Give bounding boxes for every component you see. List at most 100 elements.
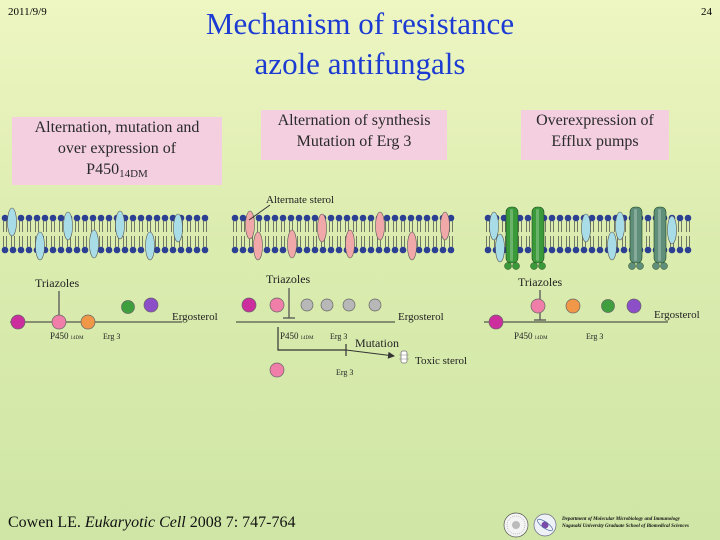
lipid-head xyxy=(431,246,439,254)
lipid-head xyxy=(89,214,97,222)
triazoles-label-1: Triazoles xyxy=(35,276,80,290)
lipid-head xyxy=(239,246,247,254)
toxic-sterol-icon xyxy=(399,350,409,364)
lipid-head xyxy=(684,214,692,222)
lipid-head xyxy=(580,246,588,254)
lipid-head xyxy=(295,214,303,222)
lipid-head xyxy=(596,246,604,254)
box1-line2: over expression of xyxy=(57,140,177,157)
lipid-head xyxy=(564,246,572,254)
alternate-sterol-oval xyxy=(345,229,355,259)
lipid-head xyxy=(279,214,287,222)
lipid-head xyxy=(484,214,492,222)
lipid-head xyxy=(49,214,57,222)
lipid-head xyxy=(25,214,33,222)
lipid-head xyxy=(516,214,524,222)
lipid-head xyxy=(145,214,153,222)
lipid-head xyxy=(193,246,201,254)
alternate-sterol-oval xyxy=(317,213,327,243)
ergosterol-oval xyxy=(145,231,155,261)
lipid-head xyxy=(201,246,209,254)
lipid-head xyxy=(359,246,367,254)
lipid-head xyxy=(367,246,375,254)
efflux-pump xyxy=(530,206,546,270)
lipid-head xyxy=(271,214,279,222)
erg3-label-2: Erg 3 xyxy=(330,332,347,341)
pathway-intermediates xyxy=(10,297,642,378)
lipid-head xyxy=(17,246,25,254)
lipid-head xyxy=(303,214,311,222)
lipid-head xyxy=(588,214,596,222)
lipid-head xyxy=(121,246,129,254)
lipid-head xyxy=(105,214,113,222)
mechanism-box-erg3: Alternation of synthesis Mutation of Erg… xyxy=(261,110,447,160)
ergosterol-oval xyxy=(489,211,499,241)
lipid-head xyxy=(105,246,113,254)
ergosterol-label-2: Ergosterol xyxy=(398,311,444,323)
lipid-head xyxy=(548,246,556,254)
box2-line1: Alternation of synthesis xyxy=(277,112,431,129)
lipid-head xyxy=(311,246,319,254)
lipid-head xyxy=(177,246,185,254)
toxic-sterol-label: Toxic sterol xyxy=(415,355,467,367)
department-credit: Department of Molecular Microbiology and… xyxy=(562,516,718,530)
efflux-pump xyxy=(628,206,644,270)
alternate-sterol-oval xyxy=(440,211,450,241)
lipid-head xyxy=(97,214,105,222)
ergosterol-oval xyxy=(667,215,677,245)
ergosterol-oval xyxy=(89,229,99,259)
box1-line3: P45014DM xyxy=(12,159,222,185)
lipid-head xyxy=(524,246,532,254)
box3-line2: Efflux pumps xyxy=(551,133,639,150)
alternate-branch-line xyxy=(277,327,346,351)
lipid-head xyxy=(327,246,335,254)
lipid-head xyxy=(343,214,351,222)
ergosterol-oval xyxy=(35,231,45,261)
toxic-arrow xyxy=(345,349,395,359)
title-line-1: Mechanism of resistance xyxy=(205,6,515,41)
ergosterol-oval xyxy=(581,213,591,243)
lipid-head xyxy=(415,214,423,222)
lipid-head xyxy=(255,214,263,222)
lipid-head xyxy=(137,246,145,254)
lipid-head xyxy=(367,214,375,222)
erg3-label-3: Erg 3 xyxy=(336,368,353,377)
lipid-head xyxy=(335,246,343,254)
lipid-head xyxy=(153,214,161,222)
alternate-sterol-pointer xyxy=(248,204,271,221)
lipid-head xyxy=(287,214,295,222)
lipid-head xyxy=(129,246,137,254)
lipid-head xyxy=(588,246,596,254)
department-line-2: Nagasaki University Graduate School of B… xyxy=(562,524,689,529)
lipid-head xyxy=(556,214,564,222)
lipid-head xyxy=(572,214,580,222)
erg3-label-1: Erg 3 xyxy=(103,332,120,341)
lipid-head xyxy=(271,246,279,254)
citation-author: Cowen LE. xyxy=(8,514,85,531)
lipid-head xyxy=(279,246,287,254)
lipid-head xyxy=(129,214,137,222)
citation-journal: Eukaryotic Cell xyxy=(84,514,186,531)
triazoles-label-2: Triazoles xyxy=(266,272,311,286)
lipid-head xyxy=(447,246,455,254)
efflux-pumps xyxy=(504,206,668,270)
ergosterol-label-3: Ergosterol xyxy=(654,309,700,321)
ergosterol-oval xyxy=(495,233,505,263)
box1-line3-main: P450 xyxy=(86,161,120,178)
lipid-head xyxy=(81,246,89,254)
box1-line3-sub: 14DM xyxy=(119,168,148,180)
lipid-head xyxy=(375,246,383,254)
lipid-head xyxy=(201,214,209,222)
lipid-head xyxy=(9,246,17,254)
lipid-head xyxy=(484,246,492,254)
slide-date: 2011/9/9 xyxy=(8,6,47,18)
lipid-head xyxy=(161,246,169,254)
citation-details: 2008 7: 747-764 xyxy=(185,514,296,531)
lipid-head xyxy=(391,214,399,222)
lipid-head xyxy=(33,214,41,222)
box2-line2: Mutation of Erg 3 xyxy=(296,133,412,150)
alternate-sterol-oval xyxy=(375,211,385,241)
